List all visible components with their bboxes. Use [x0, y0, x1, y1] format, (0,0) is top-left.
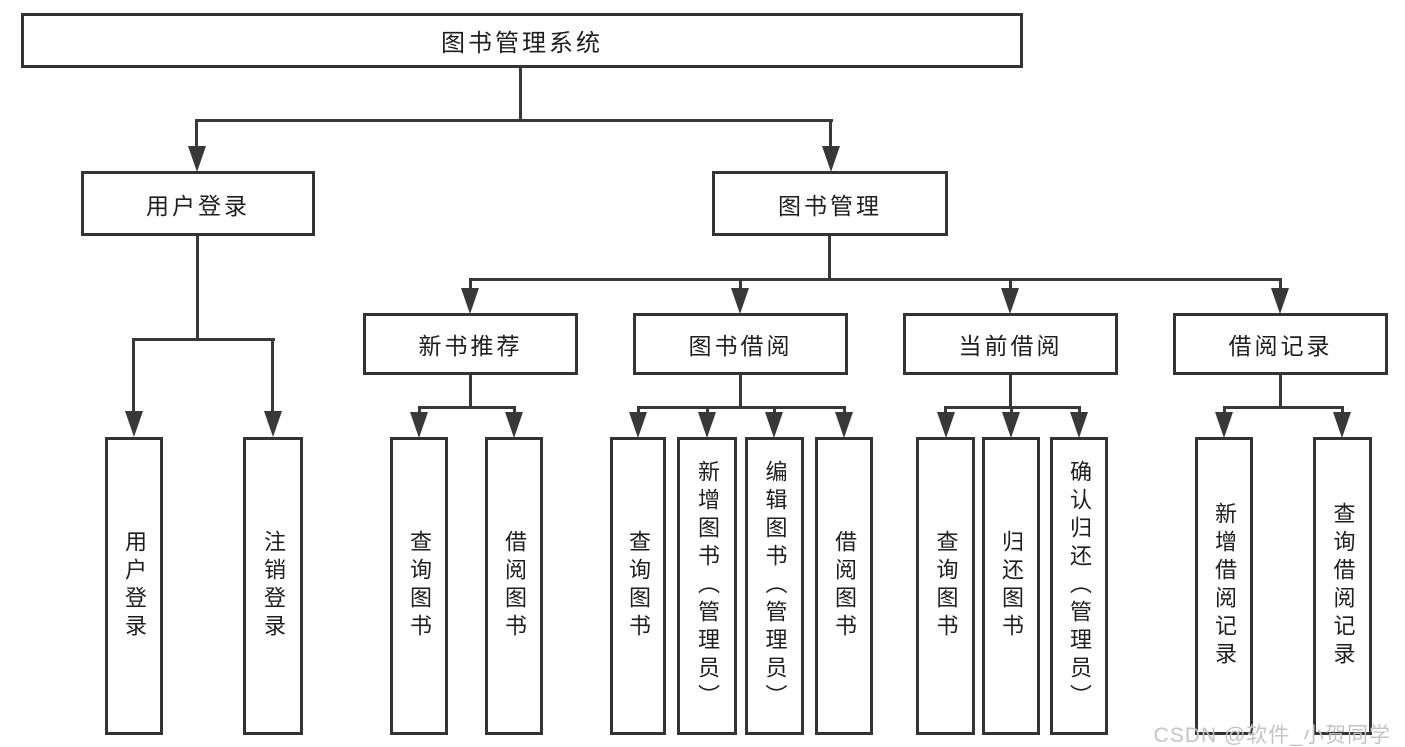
connector-line — [196, 236, 199, 340]
arrow-down-icon — [1333, 412, 1351, 438]
leaf-newrec-query-books: 查询图书 — [390, 437, 448, 735]
arrow-down-icon — [188, 146, 206, 172]
leaf-records-add-record: 新增借阅记录 — [1195, 437, 1253, 735]
arrow-down-icon — [1271, 288, 1289, 314]
connector-line — [829, 119, 832, 150]
connector-line — [828, 236, 831, 281]
watermark-text: CSDN @软件_小贺同学 — [1153, 724, 1391, 747]
connector-line — [195, 119, 198, 150]
arrow-down-icon — [629, 412, 647, 438]
arrow-down-icon — [1002, 412, 1020, 438]
arrow-down-icon — [125, 411, 143, 437]
connector-line — [1341, 406, 1344, 416]
leaf-user-login: 用户登录 — [105, 437, 163, 735]
leaf-newrec-borrow-books: 借阅图书 — [485, 437, 543, 735]
arrow-down-icon — [1070, 412, 1088, 438]
node-user-login: 用户登录 — [81, 171, 315, 236]
arrow-down-icon — [410, 412, 428, 438]
connector-line — [133, 338, 275, 341]
node-book-management: 图书管理 — [712, 171, 948, 236]
arrow-down-icon — [264, 411, 282, 437]
connector-line — [1009, 278, 1012, 294]
arrow-down-icon — [505, 412, 523, 438]
connector-line — [469, 278, 472, 294]
connector-line — [1010, 406, 1013, 416]
arrow-down-icon — [1215, 412, 1233, 438]
connector-line — [1078, 406, 1081, 416]
arrow-down-icon — [937, 412, 955, 438]
arrow-down-icon — [461, 288, 479, 314]
node-book-borrowing: 图书借阅 — [633, 313, 848, 375]
connector-line — [469, 374, 472, 408]
connector-line — [1279, 278, 1282, 294]
arrow-down-icon — [822, 146, 840, 172]
leaf-records-query-record: 查询借阅记录 — [1313, 437, 1372, 735]
arrow-down-icon — [731, 288, 749, 314]
node-borrowing-records: 借阅记录 — [1173, 313, 1388, 375]
leaf-logout: 注销登录 — [243, 437, 303, 735]
arrow-down-icon — [765, 412, 783, 438]
connector-line — [773, 406, 776, 416]
arrow-down-icon — [835, 412, 853, 438]
connector-line — [418, 406, 421, 416]
node-new-book-recommend: 新书推荐 — [363, 313, 578, 375]
connector-line — [637, 406, 846, 409]
leaf-borrow-query-books: 查询图书 — [610, 437, 666, 735]
connector-line — [944, 406, 947, 416]
connector-line — [1223, 406, 1226, 416]
leaf-borrow-borrow-books: 借阅图书 — [815, 437, 873, 735]
leaf-current-confirm-return: 确认归还（管理员） — [1050, 437, 1108, 735]
leaf-current-query-books: 查询图书 — [916, 437, 975, 735]
leaf-borrow-add-books: 新增图书（管理员） — [677, 437, 737, 735]
leaf-borrow-edit-books: 编辑图书（管理员） — [745, 437, 804, 735]
connector-line — [637, 406, 640, 416]
node-system-root: 图书管理系统 — [21, 13, 1023, 68]
connector-line — [843, 406, 846, 416]
connector-line — [196, 119, 833, 122]
connector-line — [469, 278, 1282, 281]
connector-line — [1279, 374, 1282, 408]
connector-line — [271, 338, 274, 414]
connector-line — [739, 374, 742, 408]
connector-line — [513, 406, 516, 416]
connector-line — [418, 406, 516, 409]
connector-line — [519, 68, 522, 122]
connector-line — [132, 338, 135, 414]
connector-line — [1223, 406, 1344, 409]
connector-line — [706, 406, 709, 416]
connector-line — [739, 278, 742, 294]
connector-line — [1009, 374, 1012, 408]
arrow-down-icon — [698, 412, 716, 438]
arrow-down-icon — [1001, 288, 1019, 314]
leaf-current-return-books: 归还图书 — [982, 437, 1040, 735]
node-current-borrowing: 当前借阅 — [903, 313, 1118, 375]
